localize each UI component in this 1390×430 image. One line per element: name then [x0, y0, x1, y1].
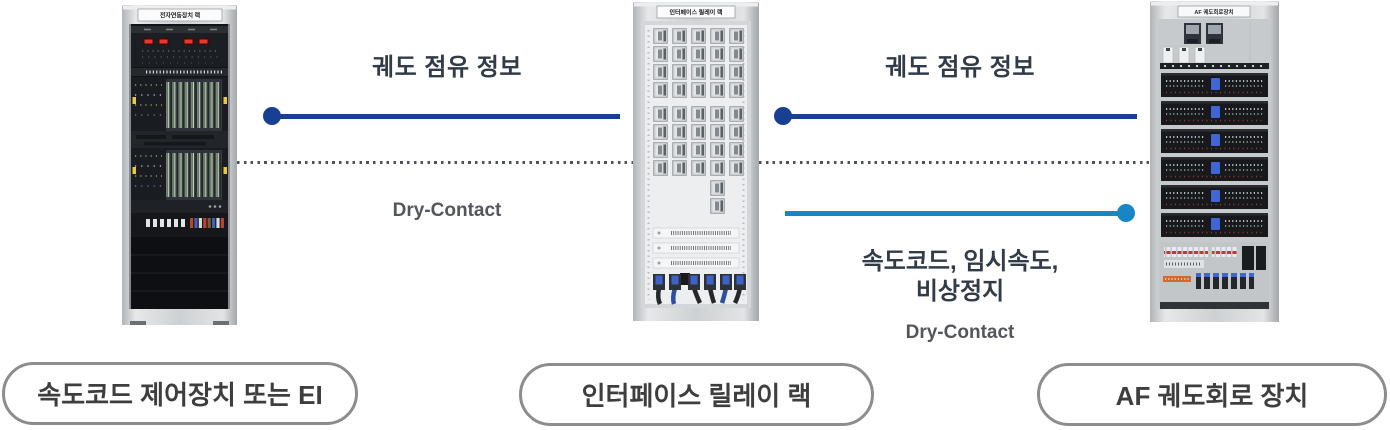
rack-header-label-middle: 인터페이스 릴레이 랙 [669, 9, 722, 17]
af-track-rack-graphic: AF 궤도회로장치 [1150, 1, 1279, 322]
line-endpoint-dot-right [774, 107, 792, 125]
dry-contact-label-right: Dry-Contact [905, 322, 1015, 343]
dry-contact-label-left: Dry-Contact [392, 200, 502, 221]
cable-connectors [653, 273, 746, 306]
caption-text-left: 속도코드 제어장치 또는 EI [37, 380, 323, 410]
relay-rack-graphic: 인터페이스 릴레이 랙 [633, 2, 759, 321]
caption-pill-right: AF 궤도회로 장치 [1037, 363, 1387, 426]
track-occupancy-label-right: 궤도 점유 정보 [885, 54, 1035, 81]
speed-code-endpoint-dot [1117, 204, 1135, 222]
track-occupancy-label-left: 궤도 점유 정보 [372, 54, 522, 81]
line-endpoint-dot-left [263, 107, 281, 125]
caption-text-right: AF 궤도회로 장치 [1115, 381, 1309, 411]
terminal-strips [652, 227, 740, 269]
track-occupancy-line-left [272, 114, 620, 119]
rack-image-interlocking: 전자연동장치 랙 [122, 5, 237, 330]
speed-code-signal-line2: 비상정지 [915, 278, 1005, 305]
caption-pill-left: 속도코드 제어장치 또는 EI [2, 362, 358, 425]
rack-image-relay: 인터페이스 릴레이 랙 [633, 2, 759, 326]
caption-pill-middle: 인터페이스 릴레이 랙 [519, 363, 874, 426]
rack-image-af-track: AF 궤도회로장치 [1150, 1, 1279, 327]
rack-header-label-right: AF 궤도회로장치 [1194, 8, 1233, 16]
dry-contact-dotted-line-right [759, 161, 1150, 164]
speed-code-signal-line1: 속도코드, 임시속도, [861, 248, 1059, 275]
rack-header-label-left: 전자연동장치 랙 [160, 12, 200, 20]
distribution-section [1160, 242, 1269, 309]
track-occupancy-line-right [783, 114, 1137, 119]
dry-contact-dotted-line-left [237, 161, 633, 164]
interlocking-rack-graphic: 전자연동장치 랙 [122, 5, 237, 325]
speed-code-signal-label: 속도코드, 임시속도, 비상정지 [790, 247, 1130, 307]
caption-text-middle: 인터페이스 릴레이 랙 [581, 381, 812, 411]
speed-code-line [785, 211, 1126, 216]
